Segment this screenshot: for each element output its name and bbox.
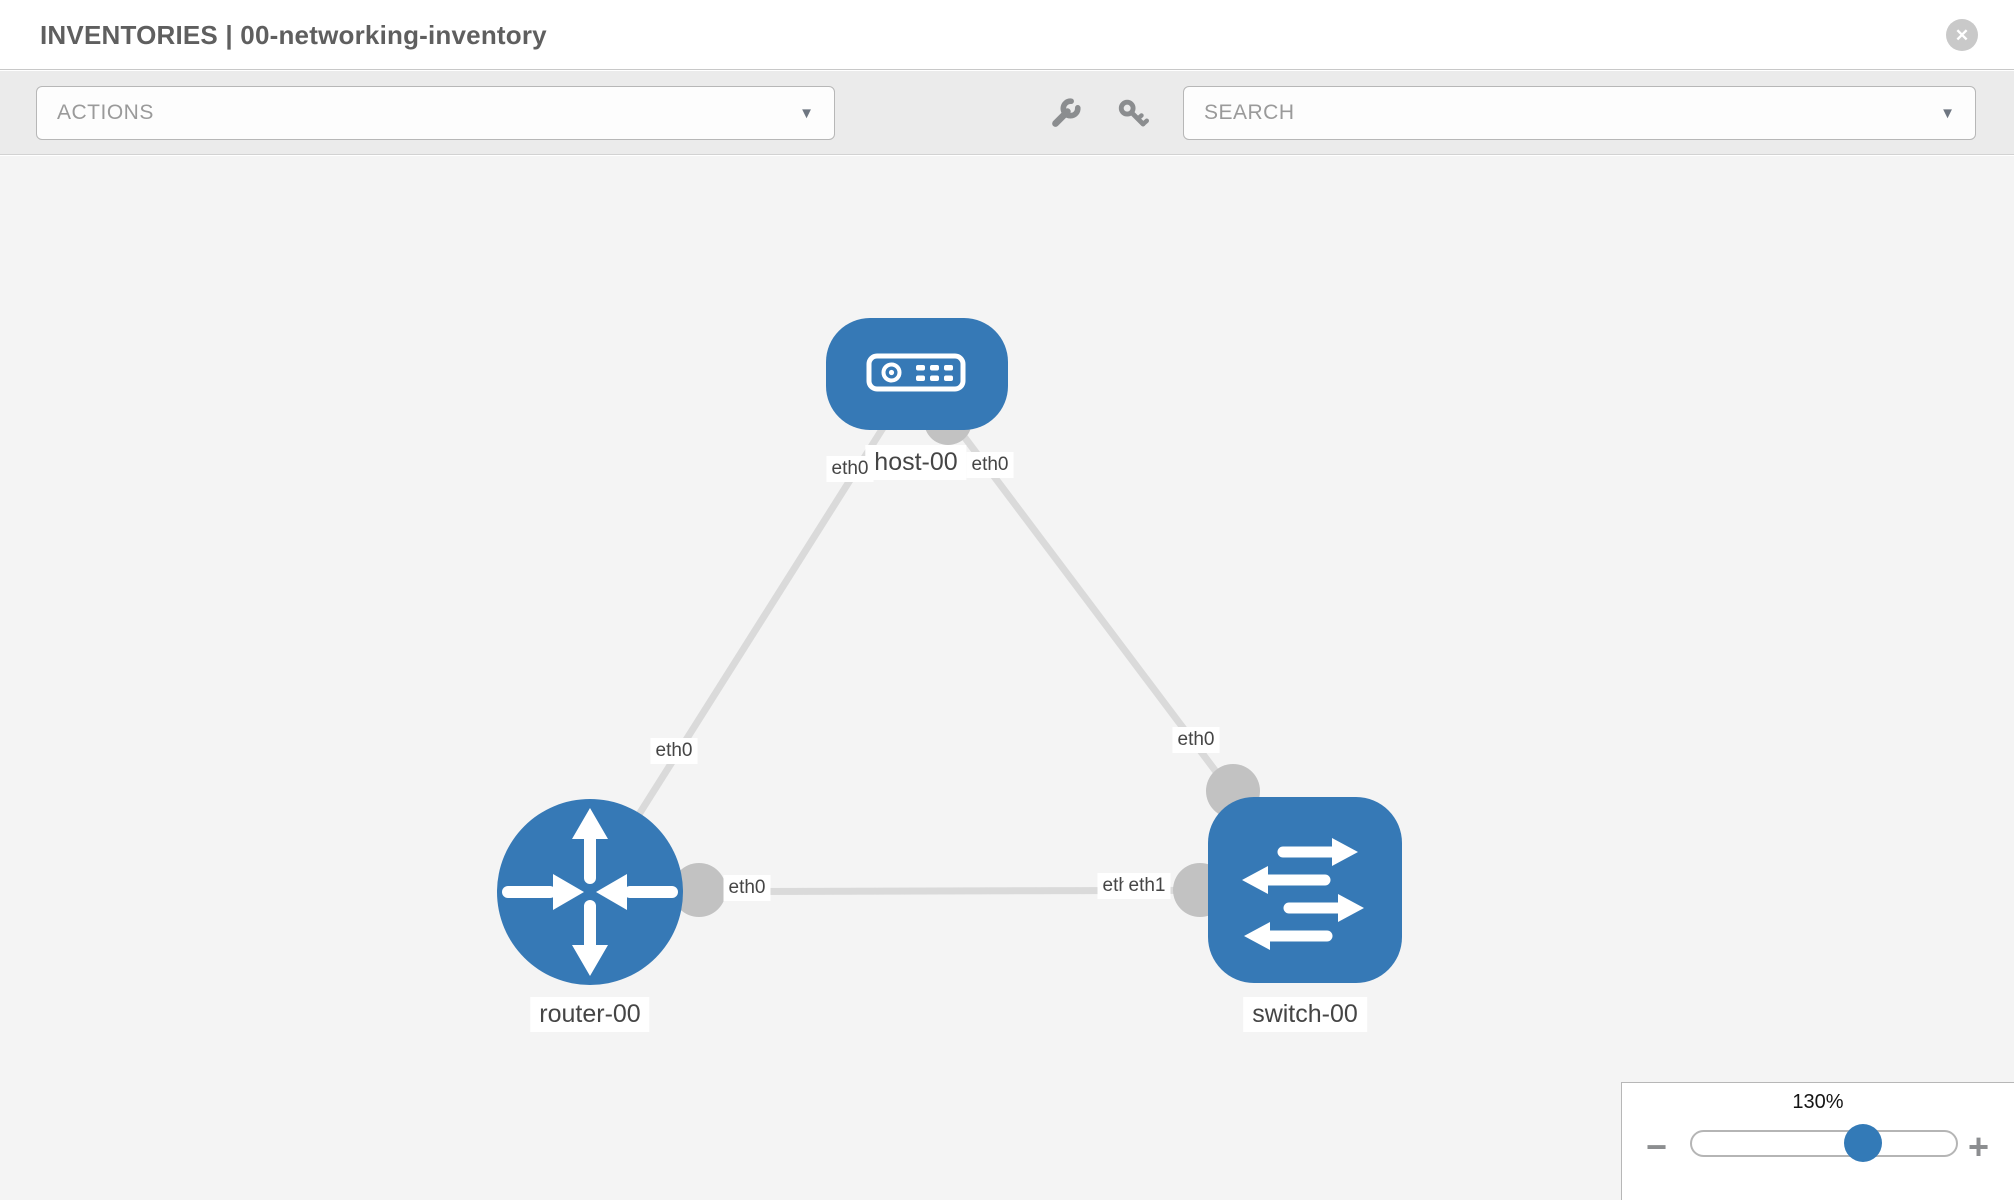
search-dropdown-label: SEARCH <box>1204 101 1295 124</box>
chevron-down-icon: ▼ <box>799 104 814 122</box>
search-dropdown[interactable]: SEARCH ▼ <box>1183 86 1976 140</box>
node-switch-00[interactable] <box>1208 797 1402 983</box>
credentials-button[interactable] <box>1112 93 1154 135</box>
node-label-switch-00: switch-00 <box>1243 997 1367 1033</box>
key-icon <box>1118 99 1149 127</box>
host-icon <box>866 353 966 392</box>
zoom-level-value: 130% <box>1792 1091 1844 1113</box>
chevron-down-icon: ▼ <box>1940 104 1955 122</box>
page-header: INVENTORIES | 00-networking-inventory ✕ <box>0 0 2014 70</box>
plus-icon: + <box>1968 1126 1990 1167</box>
node-host-00[interactable] <box>826 318 1008 430</box>
interface-label-router-right: eth0 <box>723 875 771 901</box>
close-button[interactable]: ✕ <box>1946 19 1978 51</box>
interface-label-host-right: eth0 <box>966 452 1014 478</box>
configure-button[interactable] <box>1044 93 1086 135</box>
router-icon <box>502 808 678 976</box>
interface-label-switch-left-front: eth1 <box>1123 873 1171 899</box>
minus-icon: − <box>1646 1126 1668 1167</box>
wrench-icon <box>1052 98 1081 127</box>
toolbar: ACTIONS ▼ SEARCH ▼ <box>0 71 2014 155</box>
page-title: INVENTORIES | 00-networking-inventory <box>40 20 547 50</box>
close-icon: ✕ <box>1954 25 1970 45</box>
zoom-slider-track[interactable] <box>1690 1130 1958 1157</box>
interface-label-switch-top: eth0 <box>1172 727 1220 753</box>
zoom-slider-handle[interactable] <box>1844 1124 1882 1162</box>
actions-dropdown[interactable]: ACTIONS ▼ <box>36 86 835 140</box>
port-router-eth0 <box>672 863 726 917</box>
node-label-host-00: host-00 <box>865 445 967 481</box>
topology-canvas-background <box>0 156 2014 1200</box>
switch-icon <box>1242 838 1364 950</box>
node-router-00[interactable] <box>497 799 683 985</box>
interface-label-host-left: eth0 <box>826 456 874 482</box>
zoom-in-button[interactable]: + <box>1968 1126 1989 1168</box>
zoom-out-button[interactable]: − <box>1646 1126 1667 1168</box>
node-label-router-00: router-00 <box>530 997 650 1033</box>
interface-label-router-uplink: eth0 <box>650 738 698 764</box>
actions-dropdown-label: ACTIONS <box>57 101 154 124</box>
